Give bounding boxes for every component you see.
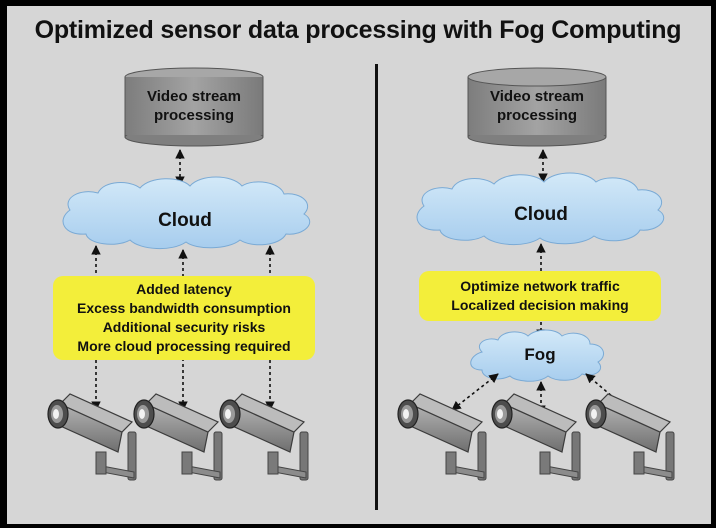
fog-label: Fog	[524, 345, 556, 364]
issue-item: Additional security risks	[102, 319, 266, 335]
left-camera-icon-1	[47, 393, 137, 481]
diagram-title: Optimized sensor data processing with Fo…	[34, 16, 682, 44]
left-camera-icon-3	[219, 393, 309, 481]
left-database-label: Video stream processing	[147, 88, 241, 124]
fog-camera1-arrow	[451, 373, 499, 411]
benefit-item: Optimize network traffic	[460, 278, 620, 294]
issue-item: More cloud processing required	[77, 338, 291, 354]
right-benefits-box: Optimize network traffic Localized decis…	[419, 271, 661, 321]
right-camera-icon-2	[491, 393, 581, 481]
benefit-item: Localized decision making	[451, 297, 629, 313]
left-database-icon	[124, 67, 264, 147]
issue-item: Added latency	[136, 281, 232, 297]
right-database-icon	[467, 67, 607, 147]
right-cloud-label: Cloud	[514, 204, 568, 225]
right-cloud-icon	[416, 172, 665, 245]
left-camera-icon-2	[133, 393, 223, 481]
fog-cloud-icon	[470, 329, 605, 382]
right-camera-icon-3	[585, 393, 675, 481]
left-issues-box: Added latency Excess bandwidth consumpti…	[53, 276, 315, 360]
center-divider	[375, 64, 378, 510]
right-database-label: Video stream processing	[490, 88, 584, 124]
issue-item: Excess bandwidth consumption	[77, 300, 291, 316]
left-cloud-icon	[62, 176, 311, 249]
right-camera-icon-1	[397, 393, 487, 481]
left-cloud-label: Cloud	[158, 210, 212, 231]
